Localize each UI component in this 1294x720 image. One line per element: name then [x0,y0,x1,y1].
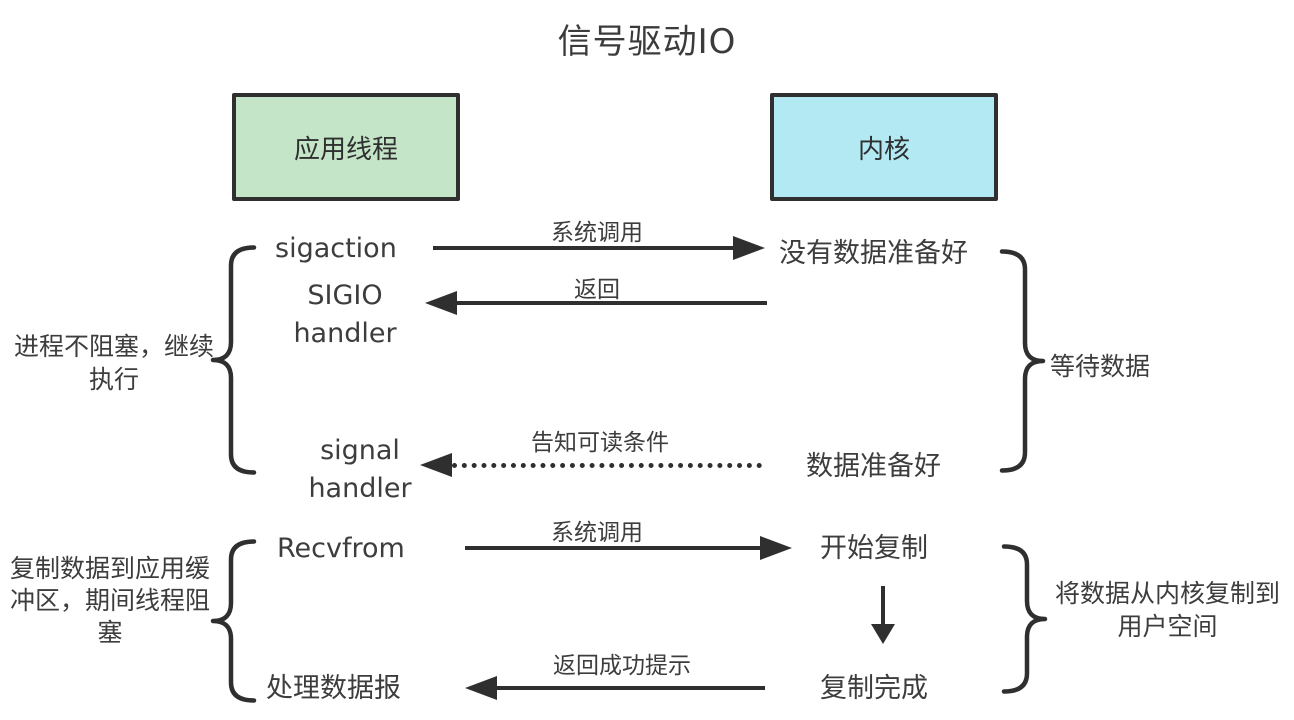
arrow-head-left-icon [465,676,497,700]
copy-progress-down-arrow [871,586,895,644]
arrow-head-right-icon [760,536,792,560]
syscall-2-arrow [465,536,792,560]
annotation-copy-kernel-to-user: 将数据从内核复制到 用户空间 [1054,579,1280,641]
sigio-handler-label: SIGIO handler [293,280,397,349]
annotation-copy-to-buffer-blocked: 复制数据到应用缓 冲区，期间线程阻 塞 [9,554,210,647]
syscall-2-arrow-label: 系统调用 [551,520,643,546]
application-thread-box-label: 应用线程 [293,134,398,165]
arrow-shaft-dotted [452,462,762,468]
arrow-shaft [465,545,760,551]
copy-done-label: 复制完成 [820,673,928,704]
arrow-head-left-icon [425,291,457,315]
notify-readable-arrow [420,453,762,477]
diagram-title: 信号驱动IO [557,22,737,62]
data-ready-label: 数据准备好 [806,451,941,482]
return-1-arrow [425,291,767,315]
brace-left-top [210,245,257,475]
application-thread-box: 应用线程 [232,93,460,201]
arrow-head-right-icon [733,236,765,260]
brace-right-top [999,249,1046,473]
brace-right-bottom [1001,544,1048,694]
arrow-shaft [433,245,733,251]
no-data-ready-label: 没有数据准备好 [779,238,968,269]
syscall-1-arrow [433,236,765,260]
arrow-shaft [497,685,765,691]
annotation-wait-for-data: 等待数据 [1050,352,1151,381]
recvfrom-label: Recvfrom [277,533,405,564]
brace-left-bottom [210,539,257,703]
notify-readable-arrow-label: 告知可读条件 [531,430,669,456]
kernel-box: 内核 [770,93,998,201]
return-1-arrow-label: 返回 [574,277,620,303]
return-success-arrow [465,676,765,700]
signal-handler-label: signal handler [308,435,412,504]
return-success-arrow-label: 返回成功提示 [553,653,691,679]
arrow-head-down-icon [871,624,895,644]
arrow-head-left-icon [420,453,452,477]
copy-begin-label: 开始复制 [820,533,928,564]
arrow-shaft [880,586,886,624]
handle-datagram-label: 处理数据报 [266,673,401,704]
annotation-process-not-blocked: 进程不阻塞，继续 执行 [13,332,214,394]
arrow-shaft [457,300,767,306]
syscall-1-arrow-label: 系统调用 [551,220,643,246]
kernel-box-label: 内核 [857,134,910,165]
sigaction-label: sigaction [275,233,397,264]
